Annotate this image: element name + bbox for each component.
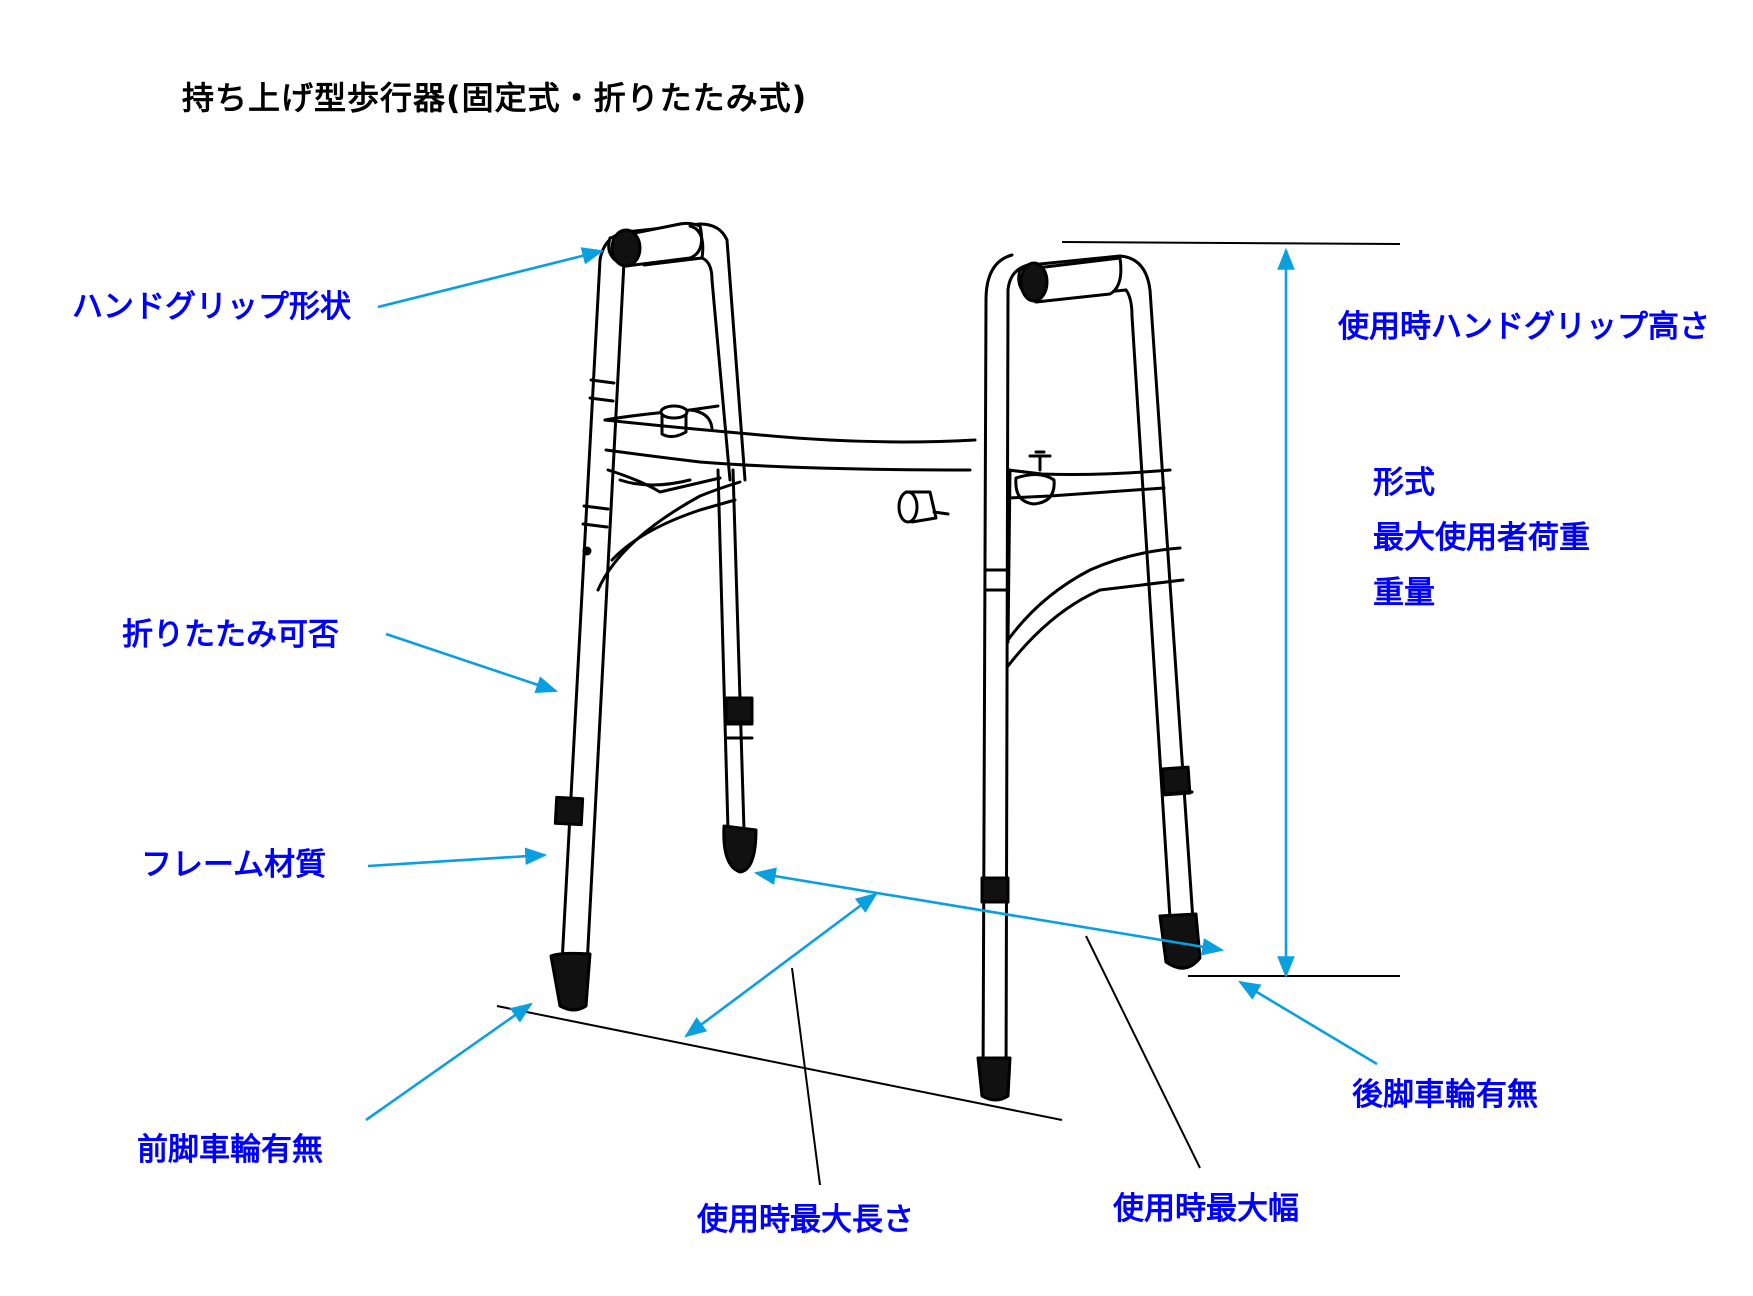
label-max-length: 使用時最大長さ — [697, 1202, 914, 1238]
spec-list: 形式 最大使用者荷重 重量 — [1373, 456, 1590, 621]
label-rear-wheels: 後脚車輪有無 — [1352, 1077, 1538, 1113]
spec-type: 形式 — [1373, 465, 1435, 501]
arrow-rear-wheels — [1238, 980, 1378, 1066]
spec-weight: 重量 — [1373, 575, 1435, 611]
page-title: 持ち上げ型歩行器(固定式・折りたたみ式) — [182, 79, 808, 117]
pointer-arrows — [365, 247, 1378, 1122]
right-front-leg — [976, 253, 1034, 1102]
dimension-lines — [496, 241, 1401, 1186]
label-hand-grip-height: 使用時ハンドグリップ高さ — [1338, 309, 1710, 345]
label-foldable: 折りたたみ可否 — [122, 617, 339, 653]
arrow-max-width — [753, 867, 1225, 956]
arrow-hand-grip-shape — [377, 247, 605, 309]
left-rear-leg — [716, 468, 758, 874]
arrow-max-length — [684, 892, 878, 1038]
arrow-frame-material — [367, 847, 548, 868]
arrow-front-wheels — [365, 1002, 533, 1122]
spec-max-load: 最大使用者荷重 — [1373, 520, 1590, 556]
left-front-leg — [549, 230, 648, 1012]
walker-icon — [549, 221, 1202, 1102]
label-hand-grip-shape: ハンドグリップ形状 — [72, 289, 351, 325]
label-front-wheels: 前脚車輪有無 — [137, 1132, 323, 1168]
cross-frame — [596, 404, 977, 592]
label-frame-material: フレーム材質 — [141, 847, 327, 883]
arrow-foldable — [385, 632, 559, 694]
left-handgrip — [607, 221, 747, 482]
right-rear-leg — [1006, 450, 1202, 970]
right-handgrip — [1017, 254, 1197, 952]
label-max-width: 使用時最大幅 — [1113, 1191, 1299, 1227]
